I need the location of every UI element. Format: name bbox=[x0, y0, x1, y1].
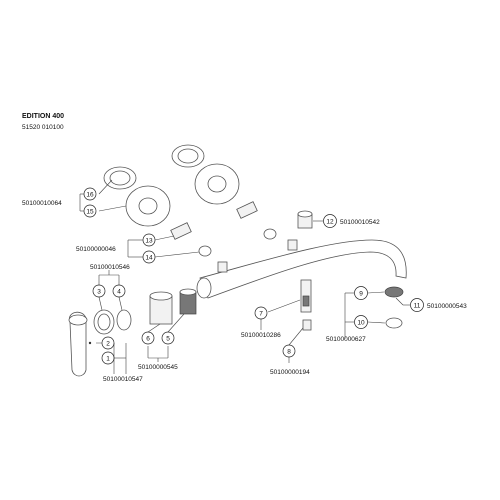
callout-1: 1 bbox=[101, 351, 115, 365]
svg-text:11: 11 bbox=[414, 303, 421, 310]
svg-text:9: 9 bbox=[359, 291, 363, 298]
svg-text:10: 10 bbox=[357, 320, 365, 327]
part-number-12: 50100010542 bbox=[340, 219, 380, 226]
callout-7: 7 bbox=[254, 306, 268, 320]
product-code: 51520 010100 bbox=[22, 124, 64, 131]
stem-left bbox=[170, 222, 212, 257]
svg-text:14: 14 bbox=[145, 255, 153, 262]
part-number-13-14: 50100000046 bbox=[76, 246, 116, 253]
product-title: EDITION 400 bbox=[22, 113, 65, 120]
stem-right bbox=[236, 201, 277, 240]
svg-text:12: 12 bbox=[326, 219, 334, 226]
part-number-9-10: 50100000627 bbox=[326, 336, 366, 343]
part-number-1-2: 50100010547 bbox=[103, 376, 143, 383]
part-number-5-6: 50100000545 bbox=[138, 364, 178, 371]
callout-14: 14 bbox=[142, 250, 156, 264]
callout-10: 10 bbox=[354, 315, 368, 329]
small-screw bbox=[88, 341, 92, 345]
callout-3: 3 bbox=[92, 284, 106, 298]
svg-text:16: 16 bbox=[86, 192, 94, 199]
rosette-right bbox=[171, 144, 240, 205]
ring-4 bbox=[116, 309, 132, 331]
svg-text:1: 1 bbox=[106, 356, 110, 363]
svg-text:3: 3 bbox=[97, 289, 101, 296]
svg-text:5: 5 bbox=[166, 336, 170, 343]
callout-5: 5 bbox=[161, 331, 175, 345]
part-number-15-16: 50100010064 bbox=[22, 200, 62, 207]
svg-text:2: 2 bbox=[106, 341, 110, 348]
ring-3 bbox=[93, 309, 115, 335]
callout-9: 9 bbox=[354, 286, 368, 300]
callout-16: 16 bbox=[83, 187, 97, 201]
callout-6: 6 bbox=[141, 331, 155, 345]
svg-text:8: 8 bbox=[287, 349, 291, 356]
callout-4: 4 bbox=[112, 284, 126, 298]
spout-body bbox=[196, 239, 407, 299]
svg-text:13: 13 bbox=[145, 238, 153, 245]
part-number-8: 50100000194 bbox=[270, 369, 310, 376]
part-number-7: 50100010286 bbox=[241, 332, 281, 339]
callout-12: 12 bbox=[323, 214, 337, 228]
callout-11: 11 bbox=[410, 298, 424, 312]
callout-8: 8 bbox=[282, 344, 296, 358]
rosette-left bbox=[103, 166, 171, 227]
part-number-3-4: 50100010546 bbox=[90, 264, 130, 271]
svg-text:7: 7 bbox=[259, 311, 263, 318]
cap-part bbox=[297, 210, 313, 229]
cartridge-center bbox=[300, 279, 312, 331]
svg-text:6: 6 bbox=[146, 336, 150, 343]
cartridge-left bbox=[149, 288, 197, 325]
aerator-parts bbox=[384, 286, 404, 329]
callout-15: 15 bbox=[83, 204, 97, 218]
part-number-11: 50100000543 bbox=[427, 303, 467, 310]
callout-13: 13 bbox=[142, 233, 156, 247]
callout-2: 2 bbox=[101, 336, 115, 350]
handle bbox=[68, 311, 88, 377]
svg-text:4: 4 bbox=[117, 289, 121, 296]
svg-text:15: 15 bbox=[86, 209, 94, 216]
